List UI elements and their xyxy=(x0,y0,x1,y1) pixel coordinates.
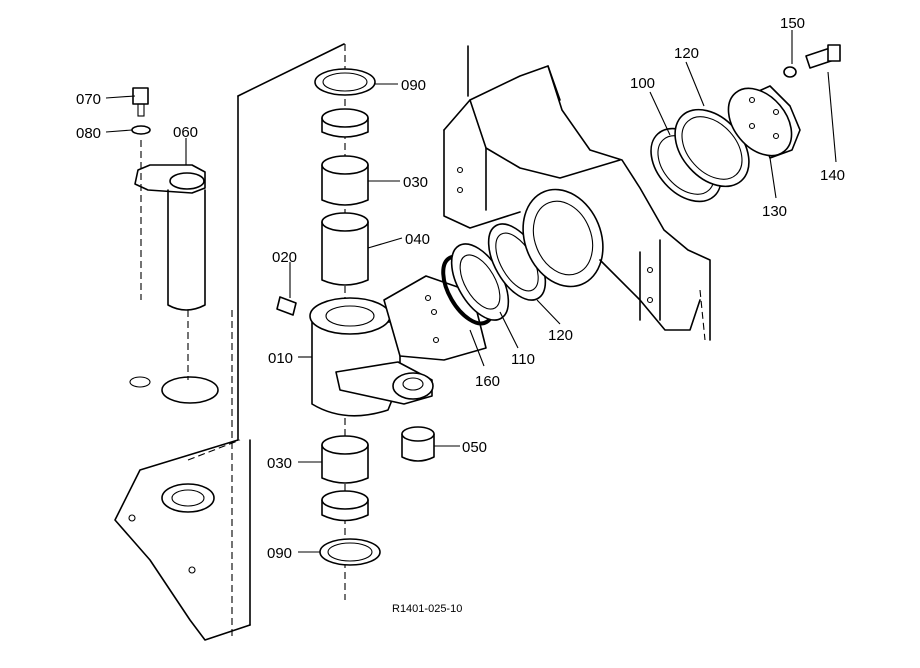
callout-120-top: 120 xyxy=(674,45,699,62)
drawing-code: R1401-025-10 xyxy=(392,603,462,615)
callout-labels: 070 080 060 020 090 030 040 010 030 050 … xyxy=(76,15,845,615)
callout-160: 160 xyxy=(475,373,500,390)
frame-plate xyxy=(114,43,345,641)
callout-150: 150 xyxy=(780,15,805,32)
callout-090-bottom: 090 xyxy=(267,545,292,562)
seal-rings-mid xyxy=(441,223,547,326)
callout-070: 070 xyxy=(76,91,101,108)
housing-side-tube xyxy=(383,275,487,361)
callout-130: 130 xyxy=(762,203,787,220)
cover-and-bolt xyxy=(727,44,841,159)
leader-lines xyxy=(105,30,837,553)
axle-housing xyxy=(443,45,711,341)
callout-060: 060 xyxy=(173,124,198,141)
callout-110: 110 xyxy=(511,351,535,368)
callout-020: 020 xyxy=(272,249,297,266)
callout-120-mid: 120 xyxy=(548,327,573,344)
callout-080: 080 xyxy=(76,125,101,142)
callout-100: 100 xyxy=(630,75,655,92)
callout-140: 140 xyxy=(820,167,845,184)
callout-040: 040 xyxy=(405,231,430,248)
callout-030-bottom: 030 xyxy=(267,455,292,472)
axle-pin-assembly xyxy=(131,87,206,380)
seal-rings-top xyxy=(650,108,750,203)
callout-030-top: 030 xyxy=(403,174,428,191)
callout-050: 050 xyxy=(462,439,487,456)
callout-010: 010 xyxy=(268,350,293,367)
kingpin-stack xyxy=(276,44,435,600)
callout-090-top: 090 xyxy=(401,77,426,94)
